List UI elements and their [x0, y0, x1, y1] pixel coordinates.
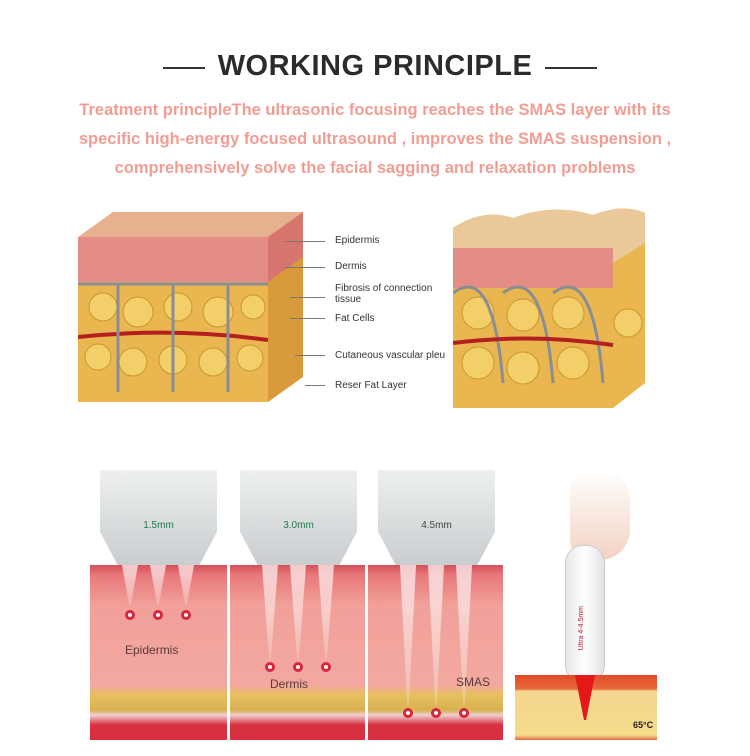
transducer-head: 1.5mm: [100, 470, 217, 565]
device-text: Ultra 4-4.5mm: [578, 606, 585, 651]
label-vascular-plexus: Cutaneous vascular pleu: [335, 350, 446, 361]
panel-4-5mm: 4.5mm SMAS: [366, 470, 503, 740]
focal-point: [265, 662, 275, 672]
panel-1-5mm: 1.5mm Epidermis: [90, 470, 227, 740]
label-epidermis: Epidermis: [335, 235, 380, 246]
focal-point: [293, 662, 303, 672]
leader-line: [285, 241, 325, 242]
panel-3-0mm: 3.0mm Dermis: [228, 470, 365, 740]
label-dermis: Dermis: [335, 261, 367, 272]
title-divider-left: [163, 67, 205, 69]
leader-line: [295, 355, 325, 356]
focal-point: [459, 708, 469, 718]
leader-line: [290, 297, 325, 298]
temperature-label: 65°C: [633, 720, 654, 730]
layer-label: Dermis: [270, 677, 308, 691]
healthy-skin-diagram: [78, 212, 303, 402]
principle-description: Treatment principleThe ultrasonic focusi…: [40, 96, 710, 183]
transducer-head: 4.5mm: [378, 470, 495, 565]
title-divider-right: [545, 67, 597, 69]
focal-point: [431, 708, 441, 718]
description-line: comprehensively solve the facial sagging…: [114, 159, 636, 177]
description-line: Treatment principleThe ultrasonic focusi…: [79, 101, 671, 119]
transducer-head: 3.0mm: [240, 470, 357, 565]
focal-point: [321, 662, 331, 672]
label-reser-fat-layer: Reser Fat Layer: [335, 380, 407, 391]
label-fibrosis-tissue: tissue: [335, 294, 362, 305]
depth-label: 3.0mm: [283, 520, 314, 531]
layer-label: Epidermis: [125, 643, 179, 657]
label-fibrosis: Fibrosis of connection: [335, 283, 433, 294]
depth-label: 4.5mm: [421, 520, 452, 531]
depth-label: 1.5mm: [143, 520, 174, 531]
page-title: WORKING PRINCIPLE: [217, 50, 533, 82]
device-illustration: Ultra 4-4.5mm 65°C: [515, 470, 665, 740]
leader-line: [290, 318, 325, 319]
arrow-icon: [305, 385, 325, 386]
focal-point: [403, 708, 413, 718]
label-fat-cells: Fat Cells: [335, 313, 375, 324]
device-handpiece: Ultra 4-4.5mm: [565, 545, 605, 680]
description-line: specific high-energy focused ultrasound …: [78, 130, 672, 148]
focal-point: [153, 610, 163, 620]
sagging-skin-diagram: [453, 208, 645, 408]
focal-point: [125, 610, 135, 620]
leader-line: [285, 267, 325, 268]
focal-point: [181, 610, 191, 620]
layer-label: SMAS: [456, 675, 491, 689]
